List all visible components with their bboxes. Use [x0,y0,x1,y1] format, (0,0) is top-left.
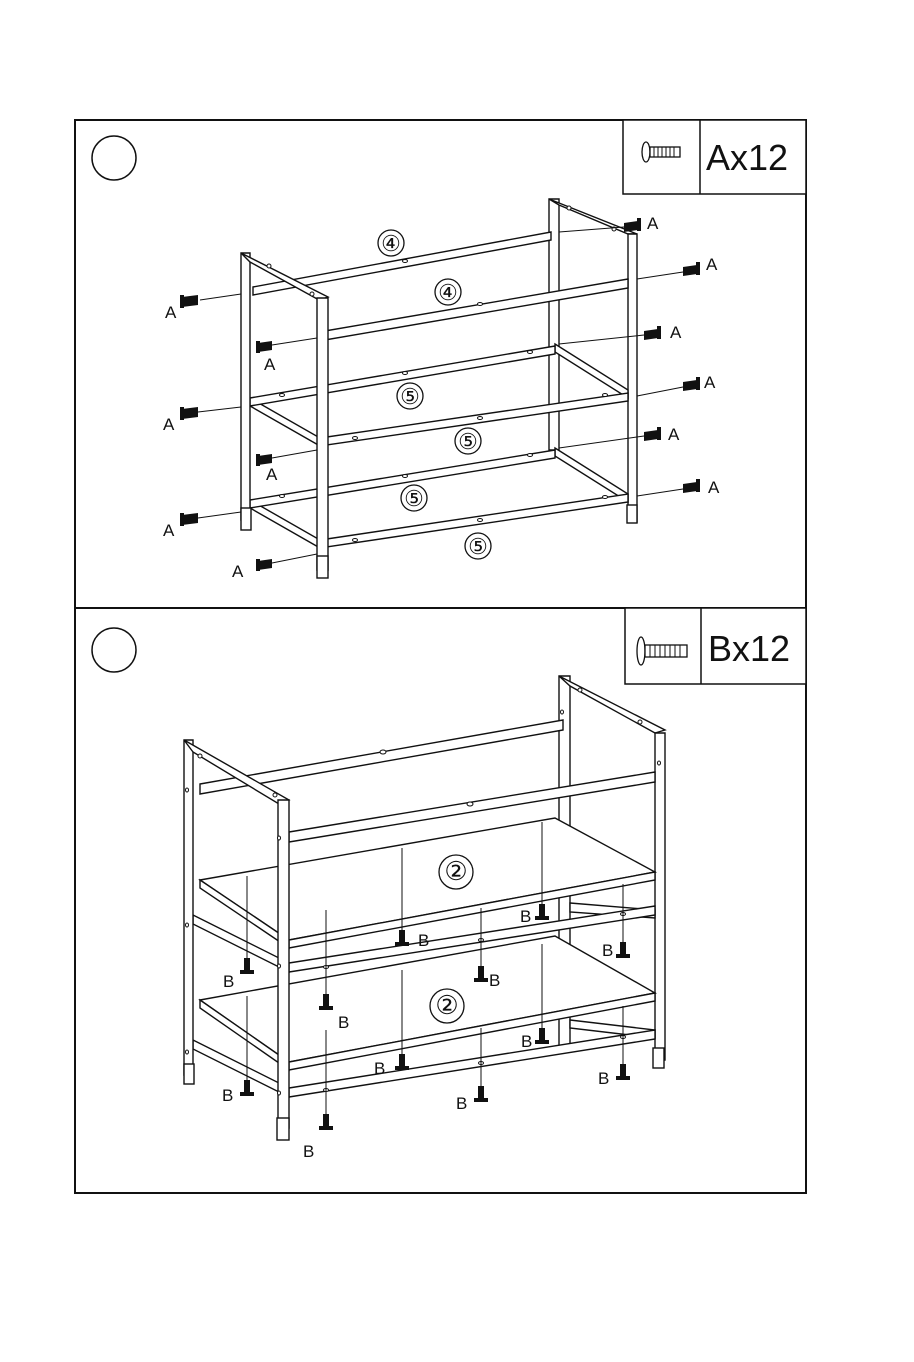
screw-a-icon: A [637,478,720,497]
svg-text:A: A [266,465,278,484]
svg-text:B: B [456,1094,467,1113]
screw-a-icon: A [637,373,716,396]
screw-a-icon: A [256,338,317,374]
svg-text:A: A [670,323,682,342]
step-2-number-circle [92,628,136,672]
svg-text:A: A [704,373,716,392]
part-label: ⑤ [468,534,488,559]
svg-text:B: B [338,1013,349,1032]
part-label: ⑤ [400,384,420,409]
part-label: ④ [438,280,458,305]
svg-text:B: B [222,1086,233,1105]
screw-a-icon: A [163,407,241,434]
screw-a-icon: A [559,425,680,448]
part-labels-step-1: ④ ④ ⑤ ⑤ ⑤ ⑤ [378,230,491,559]
svg-text:A: A [163,521,175,540]
svg-text:B: B [223,972,234,991]
svg-text:B: B [598,1069,609,1088]
hardware-box-a: Ax12 [623,120,806,194]
svg-text:A: A [264,355,276,374]
screw-a-icon: A [637,255,718,279]
screw-a-icon: A [232,554,317,581]
part-label: ② [435,990,458,1020]
screw-a-icon: A [165,294,241,322]
svg-text:B: B [303,1142,314,1161]
hardware-a-quantity: Ax12 [706,137,788,178]
svg-text:A: A [668,425,680,444]
part-label: ② [444,856,467,886]
shelf-frame-step-1 [241,199,637,578]
screw-a-icon: A [559,323,682,344]
screw-b-icon: B [456,1028,488,1113]
part-label: ④ [381,231,401,256]
step-1-panel: Ax12 [75,120,806,608]
shelf-frame-step-2 [184,676,665,1140]
hardware-box-b: Bx12 [625,608,806,684]
part-label: ⑤ [404,486,424,511]
screw-a-icon: A [256,450,317,484]
svg-text:A: A [232,562,244,581]
svg-text:B: B [521,1032,532,1051]
svg-text:A: A [163,415,175,434]
svg-text:A: A [708,478,720,497]
svg-text:B: B [520,907,531,926]
svg-text:A: A [165,303,177,322]
svg-text:B: B [602,941,613,960]
svg-text:A: A [706,255,718,274]
svg-text:B: B [489,971,500,990]
svg-text:A: A [647,214,659,233]
svg-text:B: B [418,931,429,950]
hardware-b-quantity: Bx12 [708,628,790,669]
step-1-number-circle [92,136,136,180]
part-label: ⑤ [458,429,478,454]
screw-a-icon: A [163,512,241,540]
step-2-panel: Bx12 [75,608,806,1193]
svg-text:B: B [374,1059,385,1078]
